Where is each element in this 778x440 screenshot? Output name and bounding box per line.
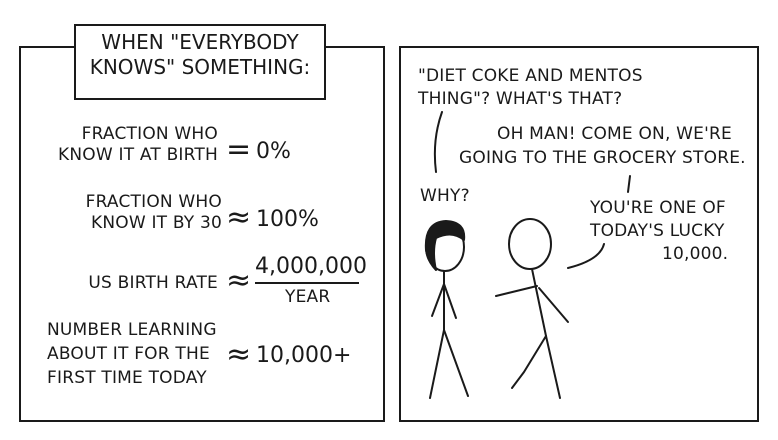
bubble-why: WHY? (420, 186, 470, 206)
bubble-oh-man-line-1: OH MAN! COME ON, WE'RE (497, 124, 732, 144)
right-figure-body (531, 268, 547, 337)
panel-caption: WHEN "EVERYBODY KNOWS" SOMETHING: (74, 24, 326, 100)
panel-left (19, 46, 385, 422)
bubble-lucky-line-1: YOU'RE ONE OF (590, 198, 726, 218)
row3-label: US BIRTH RATE (88, 273, 218, 293)
fraction-bar (255, 282, 359, 284)
row1-label-line-2: KNOW IT AT BIRTH (58, 145, 218, 165)
bubble-diet-coke-line-2: THING"? WHAT'S THAT? (418, 89, 623, 109)
row3-denominator: YEAR (285, 287, 331, 307)
row4-label-line-3: FIRST TIME TODAY (47, 368, 207, 388)
row1-value: 0% (256, 139, 291, 164)
left-figure-leg-right (443, 329, 469, 397)
left-figure-arm-left (431, 283, 445, 317)
right-figure-leg-back (545, 335, 561, 399)
row2-label-line-2: KNOW IT BY 30 (90, 213, 222, 233)
right-figure-leg-front (511, 335, 547, 389)
row1-label-line-1: FRACTION WHO (81, 124, 218, 144)
row2-value: 100% (256, 207, 319, 232)
tail-grocery (627, 175, 631, 193)
row3-approx: ≈ (226, 263, 252, 298)
row4-value: 10,000+ (256, 343, 352, 368)
bubble-oh-man-line-2: GOING TO THE GROCERY STORE. (459, 148, 746, 168)
row2-label-line-1: FRACTION WHO (85, 192, 222, 212)
row4-label-line-2: ABOUT IT FOR THE (47, 344, 210, 364)
left-figure-arm-right (443, 283, 457, 319)
row3-numerator: 4,000,000 (255, 254, 367, 279)
right-figure-arm-down (538, 287, 569, 323)
tail-lucky (567, 243, 605, 269)
tail-diet-coke (433, 111, 443, 173)
right-figure-arm-reaching (495, 285, 538, 297)
left-figure-hair (424, 220, 466, 271)
row2-approx: ≈ (226, 200, 252, 235)
caption-line-2: KNOWS" SOMETHING: (89, 55, 311, 79)
caption-line-1: WHEN "EVERYBODY (101, 30, 299, 54)
bubble-lucky-line-3: 10,000. (662, 244, 729, 264)
row4-label-line-1: NUMBER LEARNING (47, 320, 217, 340)
left-figure-leg-left (429, 329, 445, 399)
bubble-diet-coke-line-1: "DIET COKE AND MENTOS (418, 66, 643, 86)
row1-equals: = (226, 132, 252, 167)
bubble-lucky-line-2: TODAY'S LUCKY (590, 221, 725, 241)
right-figure-head (508, 218, 552, 270)
row4-approx: ≈ (226, 337, 252, 372)
